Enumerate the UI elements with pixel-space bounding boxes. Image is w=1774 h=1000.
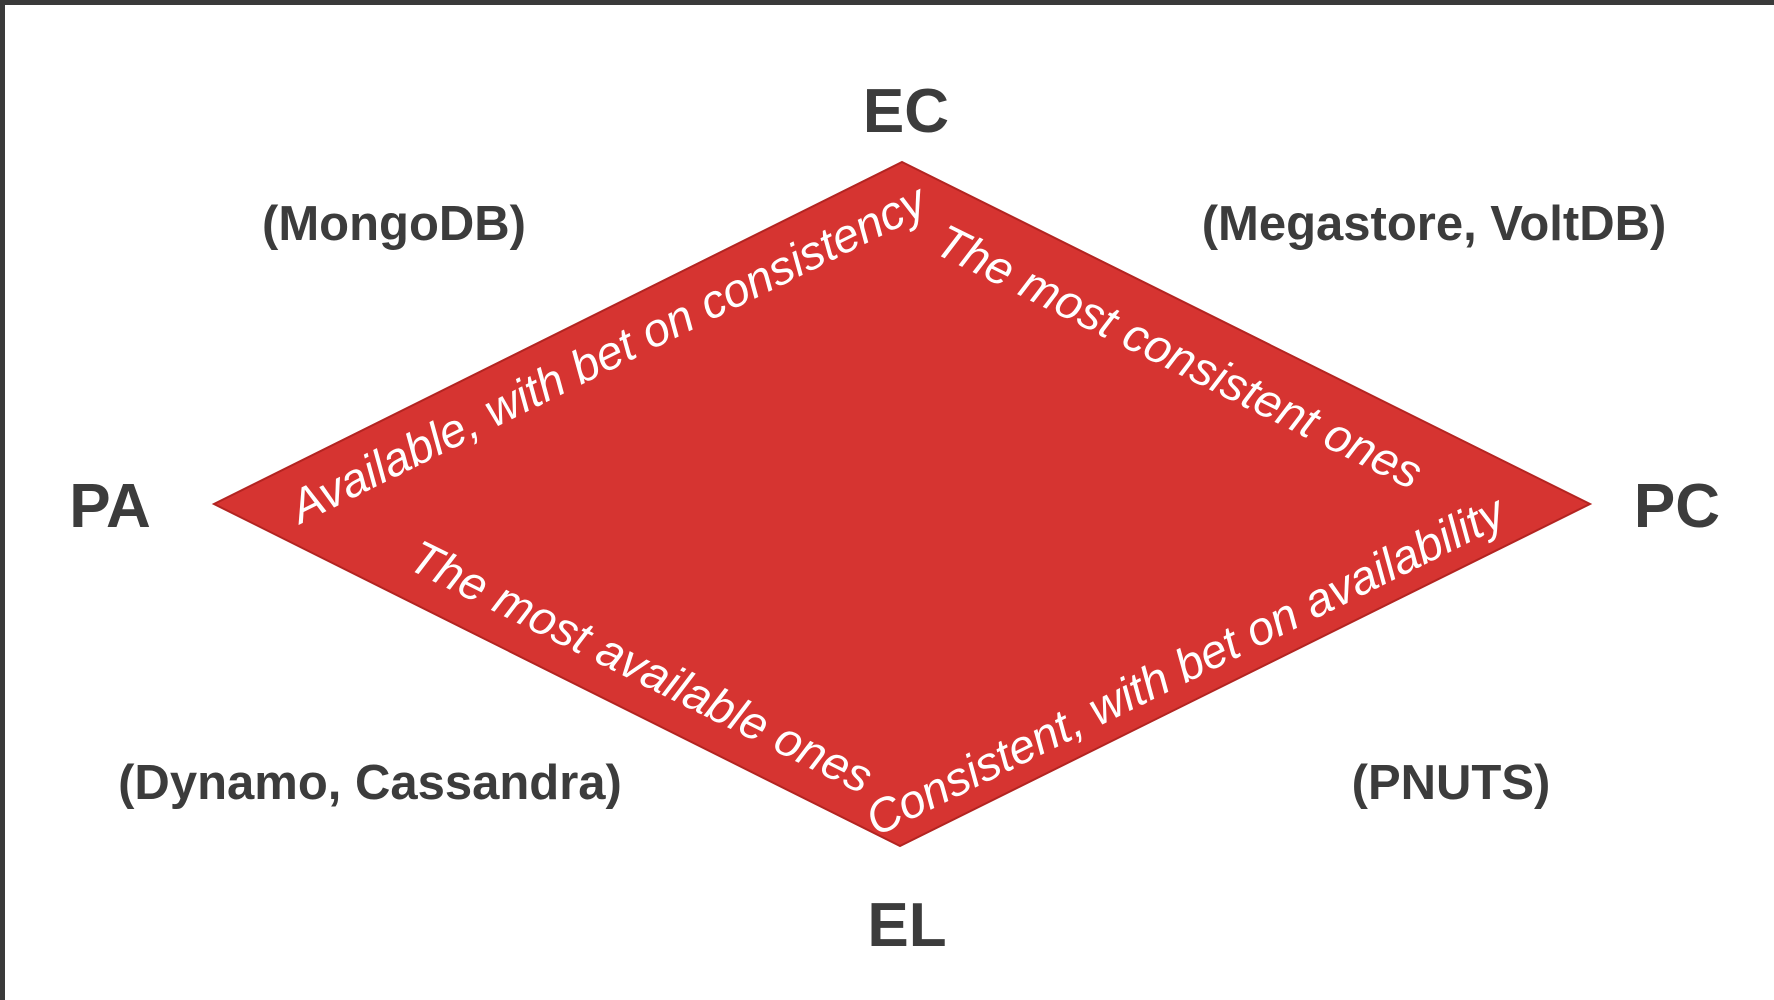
example-bottom-left: (Dynamo, Cassandra)	[118, 756, 622, 810]
corner-label-pc: PC	[1634, 472, 1720, 541]
example-bottom-right: (PNUTS)	[1352, 756, 1551, 810]
example-top-right: (Megastore, VoltDB)	[1202, 197, 1667, 251]
pacelc-diamond	[211, 160, 1593, 848]
corner-label-ec: EC	[863, 77, 949, 146]
corner-label-el: EL	[867, 891, 946, 960]
corner-label-pa: PA	[69, 472, 151, 541]
example-top-left: (MongoDB)	[262, 197, 526, 251]
